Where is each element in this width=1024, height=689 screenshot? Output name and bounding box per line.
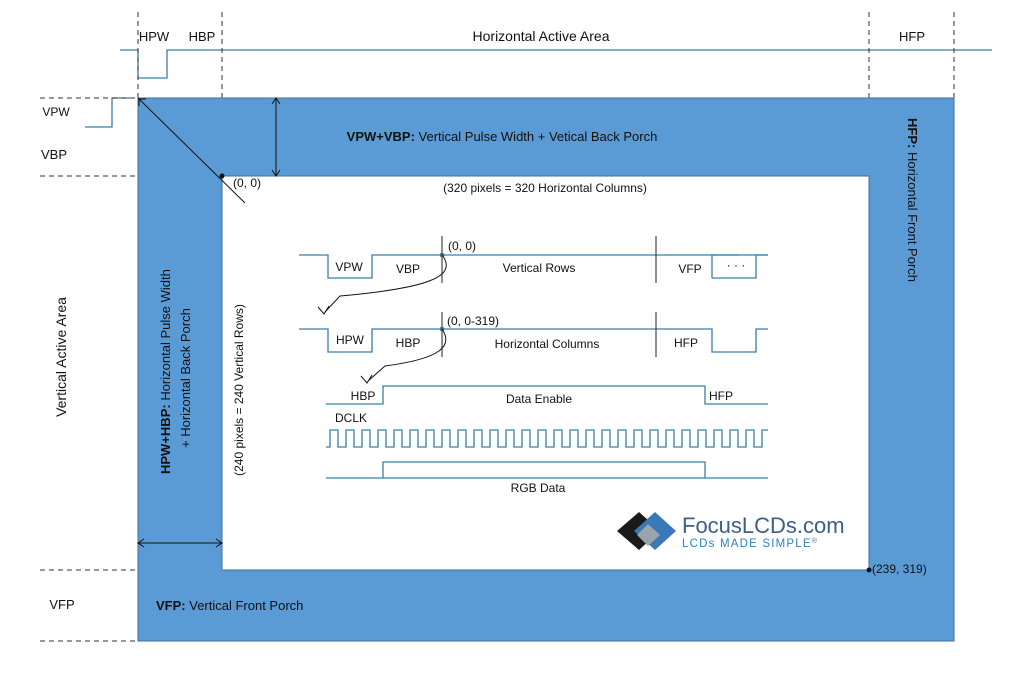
- active-area: [221, 175, 870, 571]
- rgb-data-row: [326, 461, 768, 479]
- row3-de-label: Data Enable: [506, 392, 572, 406]
- left-vbp-label: VBP: [41, 147, 67, 162]
- top-band-label: VPW+VBP: Vertical Pulse Width + Vetical …: [347, 129, 658, 144]
- left-active-label: Vertical Active Area: [53, 297, 69, 417]
- vertical-timing-row: [299, 236, 768, 315]
- row1-ellipsis: · · ·: [727, 258, 746, 272]
- row1-rows-label: Vertical Rows: [503, 261, 576, 275]
- top-hsync-signal: [120, 49, 992, 79]
- end-point: [866, 567, 872, 573]
- row1-origin-label: (0, 0): [448, 239, 476, 253]
- logo-diamond-gray: [637, 524, 660, 546]
- top-hbp-label: HBP: [189, 29, 216, 44]
- columns-note: (320 pixels = 320 Horizontal Columns): [443, 181, 647, 195]
- left-band-label-line1: HPW+HBP: Horizontal Pulse Width: [158, 269, 173, 474]
- row5-rgb-label: RGB Data: [511, 481, 566, 495]
- left-vsync-signal: [40, 97, 222, 642]
- logo-tagline: LCDs MADE SIMPLE®: [682, 537, 818, 550]
- row2-hpw-label: HPW: [336, 333, 365, 347]
- rows-note: (240 pixels = 240 Vertical Rows): [232, 304, 246, 476]
- top-hfp-label: HFP: [899, 29, 925, 44]
- left-vpw-label: VPW: [42, 105, 70, 119]
- porch-frame: [137, 97, 955, 642]
- row4-dclk-label: DCLK: [335, 411, 367, 425]
- row1-vpw-label: VPW: [335, 260, 363, 274]
- row2-cols-label: Horizontal Columns: [495, 337, 600, 351]
- logo-name: FocusLCDs.com: [682, 513, 845, 538]
- right-band-label: HFP: Horizontal Front Porch: [905, 118, 920, 282]
- vbp-height-arrow: [271, 97, 281, 177]
- row2-hbp-label: HBP: [396, 336, 421, 350]
- hbp-width-arrow: [137, 538, 223, 548]
- left-band-label-line2: + Horizontal Back Porch: [178, 308, 193, 448]
- row2-hfp-label: HFP: [674, 336, 698, 350]
- row1-vfp-label: VFP: [678, 262, 701, 276]
- row1-vbp-label: VBP: [396, 262, 420, 276]
- origin-label: (0, 0): [233, 176, 261, 190]
- corner-arrow: [137, 97, 246, 204]
- row3-hbp-label: HBP: [351, 389, 376, 403]
- origin-point: [219, 173, 225, 179]
- row2-origin-label: (0, 0-319): [447, 314, 499, 328]
- end-label: (239, 319): [872, 562, 927, 576]
- focuslcds-logo: FocusLCDs.com LCDs MADE SIMPLE®: [617, 512, 845, 550]
- horizontal-timing-row: [299, 312, 768, 384]
- data-enable-row: [326, 385, 768, 405]
- top-active-label: Horizontal Active Area: [473, 28, 610, 44]
- top-hpw-label: HPW: [139, 29, 170, 44]
- left-vfp-label: VFP: [49, 597, 74, 612]
- bottom-band-label: VFP: Vertical Front Porch: [156, 598, 303, 613]
- dclk-waveform: [326, 429, 768, 448]
- row3-hfp-label: HFP: [709, 389, 733, 403]
